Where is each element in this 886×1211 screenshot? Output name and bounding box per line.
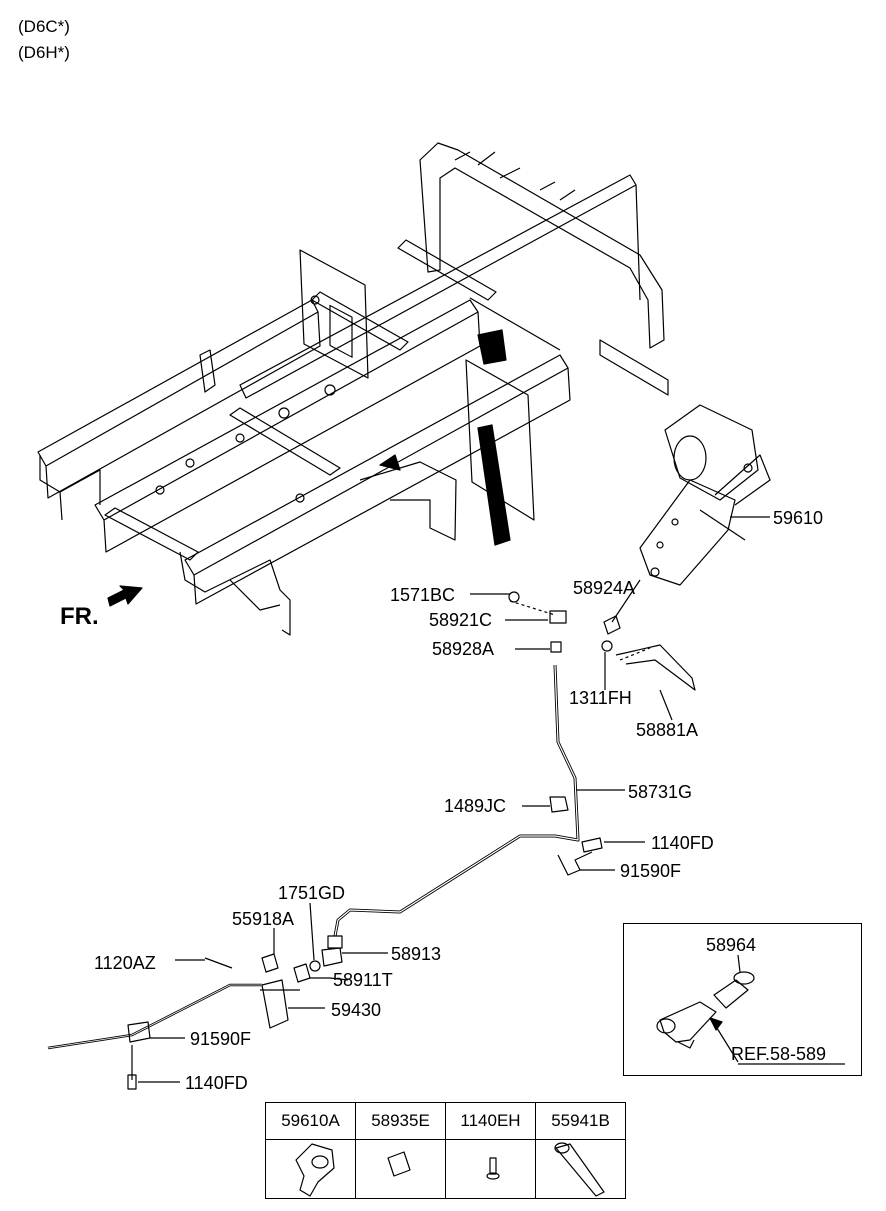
parts-table-header-55941B[interactable]: 55941B <box>535 1102 626 1140</box>
callout-1140FD-bottom[interactable]: 1140FD <box>185 1073 248 1093</box>
callout-58924A[interactable]: 58924A <box>573 578 636 598</box>
parts-table-cell-59610A <box>265 1139 356 1199</box>
callout-58731G[interactable]: 58731G <box>628 782 693 802</box>
model-code-d6c: (D6C*) <box>18 17 70 36</box>
callout-58911T[interactable]: 58911T <box>333 970 393 990</box>
callout-91590F-bottom[interactable]: 91590F <box>190 1029 252 1049</box>
front-arrow-icon <box>107 585 143 607</box>
callout-1140FD-top[interactable]: 1140FD <box>651 833 714 853</box>
inset-box: 58964 REF.58-589 <box>623 923 862 1076</box>
parts-table-cell-58935E <box>355 1139 446 1199</box>
lower-assembly <box>47 902 388 1090</box>
chassis-frame <box>37 142 669 636</box>
parts-table-header-58935E[interactable]: 58935E <box>355 1102 446 1140</box>
callout-1571BC[interactable]: 1571BC <box>390 585 456 605</box>
parts-table-cell-55941B <box>535 1139 626 1199</box>
model-code-d6h: (D6H*) <box>18 43 70 62</box>
callout-58921C[interactable]: 58921C <box>429 610 493 630</box>
callout-59430[interactable]: 59430 <box>331 1000 382 1020</box>
callout-55918A[interactable]: 55918A <box>232 909 295 929</box>
exhaust-brake-59610 <box>639 404 771 586</box>
callout-59610[interactable]: 59610 <box>773 508 824 528</box>
parts-table-header-1140EH[interactable]: 1140EH <box>445 1102 536 1140</box>
callout-58913[interactable]: 58913 <box>391 944 442 964</box>
front-direction-label: FR. <box>60 603 99 630</box>
callout-58964[interactable]: 58964 <box>706 935 757 955</box>
callout-58881A[interactable]: 58881A <box>636 720 699 740</box>
fittings-upper <box>470 579 696 721</box>
callout-1489JC[interactable]: 1489JC <box>444 796 507 816</box>
inset-58964-drawing <box>656 954 845 1065</box>
callout-1751GD[interactable]: 1751GD <box>278 883 346 903</box>
harness-strip <box>477 424 511 546</box>
callout-58928A[interactable]: 58928A <box>432 639 495 659</box>
parts-table-cell-1140EH <box>445 1139 536 1199</box>
callout-1311FH[interactable]: 1311FH <box>569 688 632 708</box>
parts-table: 59610A 58935E 1140EH 55941B <box>265 1102 626 1199</box>
callout-1120AZ[interactable]: 1120AZ <box>94 953 156 973</box>
clamp-1489JC <box>549 796 569 813</box>
callout-91590F-top[interactable]: 91590F <box>620 861 682 881</box>
parts-table-header-59610A[interactable]: 59610A <box>265 1102 356 1140</box>
reference-label[interactable]: REF.58-589 <box>731 1044 827 1064</box>
